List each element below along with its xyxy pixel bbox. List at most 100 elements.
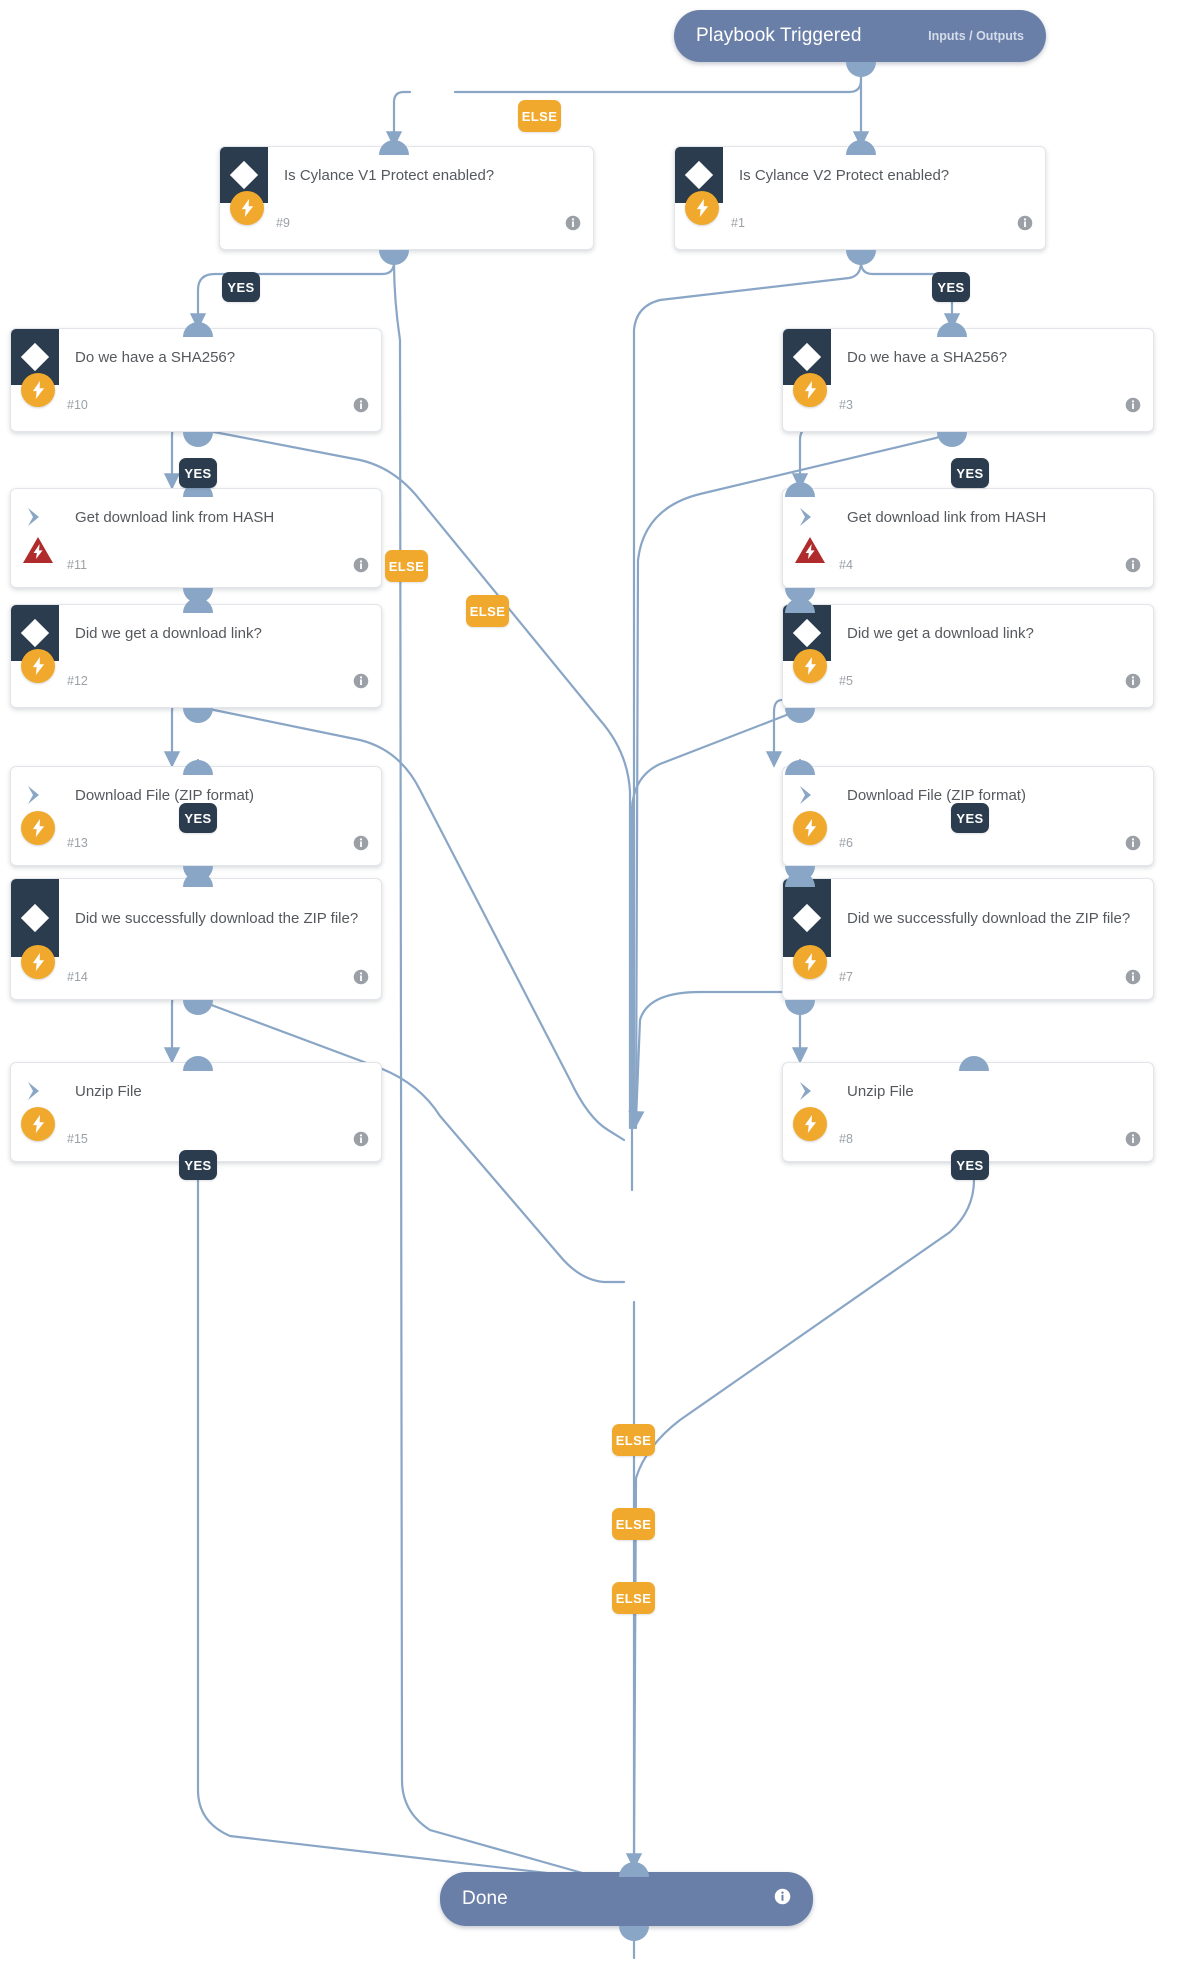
lightning-icon xyxy=(21,811,55,845)
info-icon[interactable] xyxy=(1125,1131,1141,1152)
anchor-node10-top xyxy=(183,322,213,337)
info-icon[interactable] xyxy=(1125,835,1141,856)
node-14-title: Did we successfully download the ZIP fil… xyxy=(75,909,359,927)
info-icon[interactable] xyxy=(353,969,369,990)
action-chevron-icon xyxy=(11,1063,59,1119)
anchor-node1-top xyxy=(846,140,876,155)
lightning-icon xyxy=(793,649,827,683)
node-4-id: #4 xyxy=(839,558,853,572)
anchor-node12-bottom xyxy=(183,708,213,723)
node-11-id: #11 xyxy=(67,558,87,572)
start-node-meta: Inputs / Outputs xyxy=(928,29,1024,43)
anchor-node1-bottom xyxy=(846,250,876,265)
anchor-node12-top xyxy=(183,598,213,613)
node-3-id: #3 xyxy=(839,398,853,412)
edge-label-yes[interactable]: YES xyxy=(932,272,970,302)
node-card-12[interactable]: Did we get a download link? #12 xyxy=(10,604,382,708)
node-9-footer: #9 xyxy=(220,191,593,247)
node-1-footer: #1 xyxy=(675,191,1045,247)
lightning-icon xyxy=(793,811,827,845)
anchor-node6-top xyxy=(785,760,815,775)
node-card-10[interactable]: Do we have a SHA256? #10 xyxy=(10,328,382,432)
node-1-title: Is Cylance V2 Protect enabled? xyxy=(739,166,950,184)
info-icon[interactable] xyxy=(353,673,369,694)
node-15-id: #15 xyxy=(67,1132,88,1146)
start-node-title: Playbook Triggered xyxy=(696,25,862,46)
edge-label-else[interactable]: ELSE xyxy=(385,550,428,582)
edge-label-else[interactable]: ELSE xyxy=(612,1424,655,1456)
edge-label-yes[interactable]: YES xyxy=(951,458,989,488)
info-icon[interactable] xyxy=(353,835,369,856)
info-icon[interactable] xyxy=(1125,557,1141,578)
edge-label-yes[interactable]: YES xyxy=(951,803,989,833)
edge-label-else[interactable]: ELSE xyxy=(612,1508,655,1540)
anchor-node5-top xyxy=(785,598,815,613)
node-card-7[interactable]: Did we successfully download the ZIP fil… xyxy=(782,878,1154,1000)
info-icon[interactable] xyxy=(1125,397,1141,418)
edge-label-yes[interactable]: YES xyxy=(951,1150,989,1180)
anchor-node9-bottom xyxy=(379,250,409,265)
info-icon[interactable] xyxy=(1125,673,1141,694)
node-12-header: Did we get a download link? xyxy=(11,605,381,661)
anchor-done-bottom xyxy=(619,1926,649,1941)
lightning-icon xyxy=(793,373,827,407)
edge-label-yes[interactable]: YES xyxy=(179,458,217,488)
node-card-1[interactable]: Is Cylance V2 Protect enabled? #1 xyxy=(674,146,1046,250)
node-card-15[interactable]: Unzip File #15 xyxy=(10,1062,382,1162)
info-icon[interactable] xyxy=(353,557,369,578)
anchor-node3-top xyxy=(937,322,967,337)
edge-label-else[interactable]: ELSE xyxy=(466,595,509,627)
start-node[interactable]: Playbook Triggered Inputs / Outputs xyxy=(674,10,1046,62)
node-7-header: Did we successfully download the ZIP fil… xyxy=(783,879,1153,957)
warning-icon xyxy=(20,533,56,567)
node-8-title: Unzip File xyxy=(847,1082,914,1100)
info-icon[interactable] xyxy=(1125,969,1141,990)
node-card-9[interactable]: Is Cylance V1 Protect enabled? #9 xyxy=(219,146,594,250)
node-1-header: Is Cylance V2 Protect enabled? xyxy=(675,147,1045,203)
edge-label-else[interactable]: ELSE xyxy=(612,1582,655,1614)
warning-icon xyxy=(792,533,828,567)
node-card-8[interactable]: Unzip File #8 xyxy=(782,1062,1154,1162)
info-icon[interactable] xyxy=(353,1131,369,1152)
anchor-node15-top xyxy=(183,1056,213,1071)
node-11-header: Get download link from HASH xyxy=(11,489,381,545)
info-icon[interactable] xyxy=(774,1888,791,1910)
node-8-id: #8 xyxy=(839,1132,853,1146)
node-card-11[interactable]: Get download link from HASH #11 xyxy=(10,488,382,588)
node-7-footer: #7 xyxy=(783,945,1153,999)
anchor-node5-bottom xyxy=(785,708,815,723)
lightning-icon xyxy=(21,945,55,979)
node-11-title: Get download link from HASH xyxy=(75,508,275,526)
node-11-footer: #11 xyxy=(11,536,381,587)
node-card-3[interactable]: Do we have a SHA256? #3 xyxy=(782,328,1154,432)
node-card-14[interactable]: Did we successfully download the ZIP fil… xyxy=(10,878,382,1000)
node-6-title: Download File (ZIP format) xyxy=(847,786,1026,804)
node-9-id: #9 xyxy=(276,216,290,230)
node-10-footer: #10 xyxy=(11,373,381,429)
node-3-title: Do we have a SHA256? xyxy=(847,348,1008,366)
node-12-footer: #12 xyxy=(11,649,381,705)
edge-label-yes[interactable]: YES xyxy=(179,1150,217,1180)
node-10-id: #10 xyxy=(67,398,88,412)
end-node[interactable]: Done xyxy=(440,1872,813,1926)
info-icon[interactable] xyxy=(565,215,581,236)
node-card-5[interactable]: Did we get a download link? #5 xyxy=(782,604,1154,708)
node-14-id: #14 xyxy=(67,970,88,984)
node-7-title: Did we successfully download the ZIP fil… xyxy=(847,909,1131,927)
edge-label-yes[interactable]: YES xyxy=(222,272,260,302)
node-12-id: #12 xyxy=(67,674,88,688)
node-13-id: #13 xyxy=(67,836,88,850)
node-3-header: Do we have a SHA256? xyxy=(783,329,1153,385)
node-5-id: #5 xyxy=(839,674,853,688)
anchor-start-bottom xyxy=(846,62,876,77)
lightning-icon xyxy=(685,191,719,225)
node-15-header: Unzip File xyxy=(11,1063,381,1119)
info-icon[interactable] xyxy=(353,397,369,418)
edge-label-yes[interactable]: YES xyxy=(179,803,217,833)
node-card-4[interactable]: Get download link from HASH #4 xyxy=(782,488,1154,588)
node-4-title: Get download link from HASH xyxy=(847,508,1047,526)
info-icon[interactable] xyxy=(1017,215,1033,236)
edge-label-else[interactable]: ELSE xyxy=(518,100,561,132)
lightning-icon xyxy=(21,373,55,407)
